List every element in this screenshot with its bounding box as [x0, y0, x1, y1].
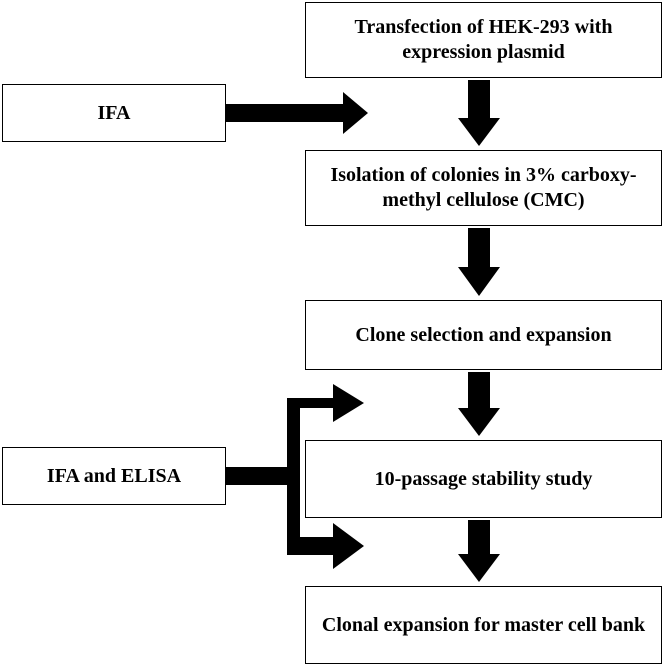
arrow-down-3 — [458, 372, 500, 436]
step-transfection: Transfection of HEK-293 with expression … — [305, 2, 662, 78]
step-master-bank-label: Clonal expansion for master cell bank — [321, 613, 646, 636]
arrow-ifa-elisa-branch — [226, 384, 364, 569]
arrow-down-2 — [458, 228, 500, 296]
arrow-down-4 — [458, 520, 500, 582]
step-isolation-label: Isolation of colonies in 3% carboxy-meth… — [330, 164, 637, 211]
arrow-down-1 — [458, 80, 500, 146]
step-clone-selection: Clone selection and expansion — [305, 300, 662, 370]
step-stability: 10-passage stability study — [305, 440, 662, 518]
assay-ifa: IFA — [2, 84, 226, 142]
assay-ifa-elisa: IFA and ELISA — [2, 447, 226, 505]
assay-ifa-elisa-label: IFA and ELISA — [46, 464, 182, 487]
step-stability-label: 10-passage stability study — [374, 467, 593, 490]
step-master-bank: Clonal expansion for master cell bank — [305, 586, 662, 664]
step-transfection-label: Transfection of HEK-293 with expression … — [354, 16, 613, 63]
arrow-ifa-right — [226, 92, 368, 134]
step-isolation: Isolation of colonies in 3% carboxy-meth… — [305, 150, 662, 226]
step-clone-selection-label: Clone selection and expansion — [355, 323, 612, 346]
assay-ifa-label: IFA — [97, 101, 131, 124]
